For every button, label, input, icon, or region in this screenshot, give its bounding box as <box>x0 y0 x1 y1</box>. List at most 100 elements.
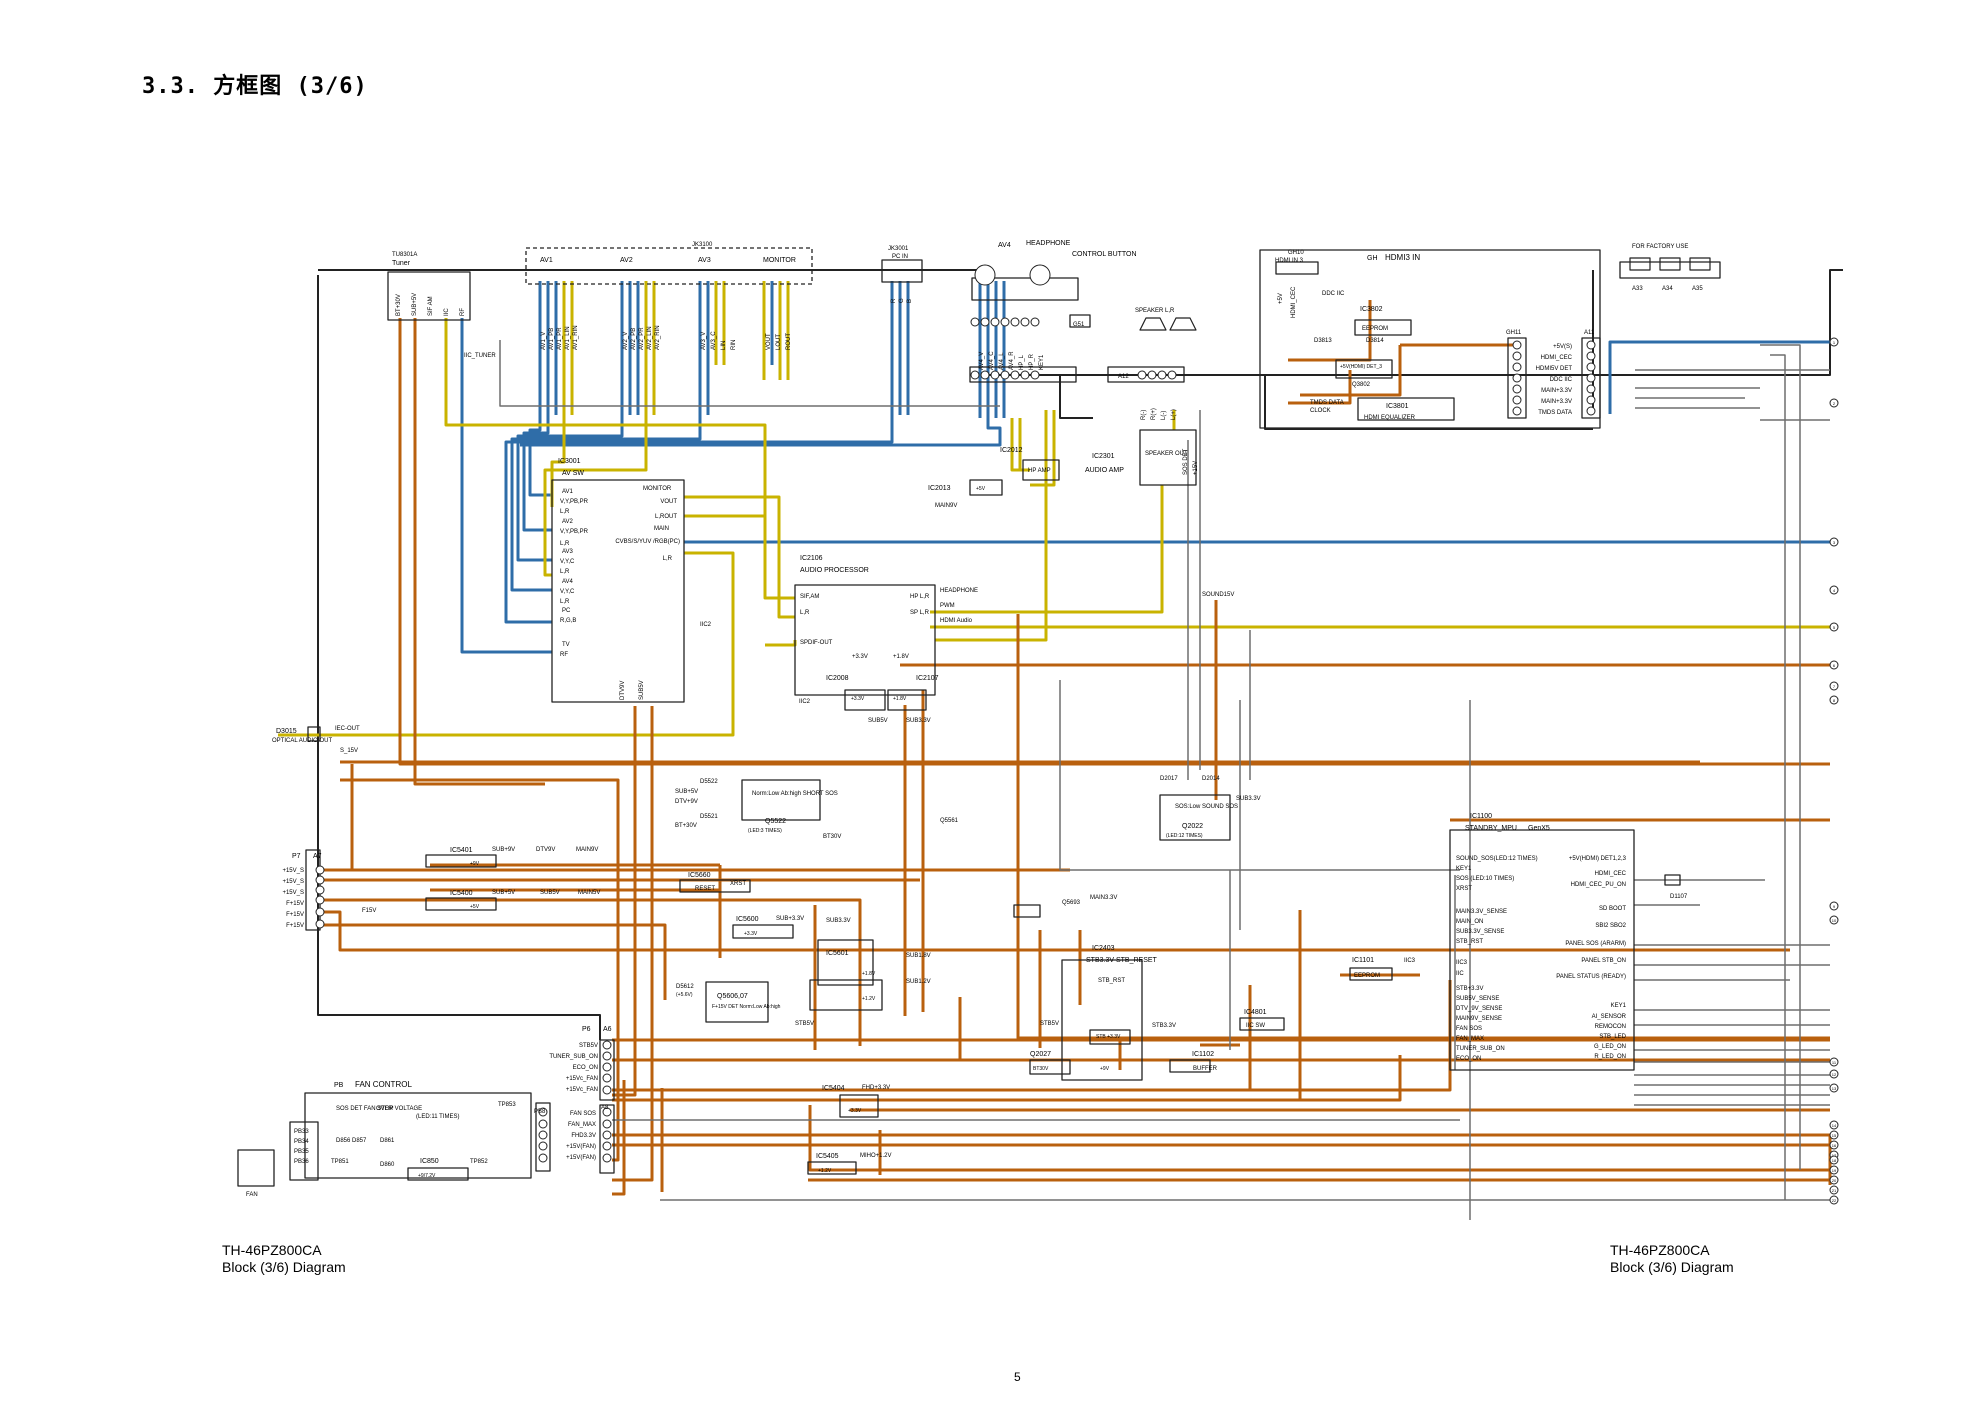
ic3001-output-label: CVBS/S/YUV /RGB(PC) <box>615 539 680 545</box>
pc-pin-label: R <box>891 298 897 303</box>
ic1100-left-pin: STB+3.3V <box>1456 986 1484 992</box>
stb33v-label: STB3.3V <box>1152 1023 1176 1029</box>
offpage-connector <box>1829 537 1839 547</box>
ic5601-out: SUB1.2V <box>906 979 931 985</box>
offpage-connector <box>1829 1130 1839 1140</box>
ic1100-left-pin: TUNER_SUB_ON <box>1456 1046 1505 1052</box>
caption-model: TH-46PZ800CA <box>222 1242 322 1258</box>
av2-pin-label: AV2_LIN <box>647 326 653 350</box>
ic2012-name: HP AMP <box>1028 468 1051 474</box>
ic3001-output-label: L,R <box>663 556 673 562</box>
ic5600-ref: IC5600 <box>736 916 759 923</box>
offpage-connector <box>1829 585 1839 595</box>
ic5401-ref: IC5401 <box>450 847 473 854</box>
ic4801-name: IIC SW <box>1246 1023 1265 1029</box>
ic5400-ref: IC5400 <box>450 890 473 897</box>
ic1100-left-pin: MAIN_ON <box>1456 919 1483 925</box>
ic1100-left-pin: MAIN3.3V_SENSE <box>1456 909 1507 915</box>
ic5401-volt: +9V <box>470 861 480 867</box>
sos-det-label: SOS DET FAN STOP <box>336 1106 393 1112</box>
offpage-connector-number: 8 <box>1833 698 1836 703</box>
av1-pin-label: AV1_PR <box>557 327 563 350</box>
ic3802-ref: IC3802 <box>1360 306 1383 313</box>
ic5401-rail: DTV9V <box>536 847 555 853</box>
q2027-bt30: BT30V <box>1033 1066 1049 1072</box>
ic5405-volt: +1.2V <box>818 1168 832 1174</box>
ic3001-ref: IC3001 <box>558 458 581 465</box>
d856-label: D856 D857 <box>336 1138 367 1144</box>
ic3001-input-label: R,G,B <box>560 618 576 624</box>
ic2106-input-label: L,R <box>800 610 810 616</box>
av4-pin-label: KEY1 <box>1039 354 1045 370</box>
ic4801-ref: IC4801 <box>1244 1009 1267 1016</box>
ic5401-rail: MAIN9V <box>576 847 598 853</box>
ic3001-supply-label: SUB5V <box>639 680 645 700</box>
offpage-connector-number: 5 <box>1833 625 1836 630</box>
ic3001-input-tag: AV2 <box>562 519 574 525</box>
iec-out-label: IEC-OUT <box>335 726 360 732</box>
d1107-label: D1107 <box>1670 894 1688 900</box>
ic2012-ref: IC2012 <box>1000 447 1023 454</box>
ic3001-input-label: L,R <box>560 599 570 605</box>
tp853-label: TP853 <box>498 1102 516 1108</box>
control-button-label: CONTROL BUTTON <box>1072 251 1137 258</box>
hdmi-pin-label: HDMI_CEC <box>1291 286 1297 318</box>
speaker-pin-label: R(-) <box>1141 410 1147 420</box>
ic2301-pin-label: +15V <box>1193 461 1199 475</box>
q2022-ref: Q2022 <box>1182 823 1203 830</box>
d3814-label: D3814 <box>1366 338 1384 344</box>
offpage-connector <box>1829 681 1839 691</box>
av1-pin-label: AV1_RIN <box>573 325 579 350</box>
ic5400-volt: +5V <box>470 904 480 910</box>
av1-pin-label: AV1_V <box>541 332 547 350</box>
ic1100-right-pin: HDMI_CEC <box>1595 871 1627 877</box>
a11-ref: A11 <box>1584 330 1595 336</box>
offpage-connector-number: 7 <box>1833 684 1836 689</box>
offpage-connector-number: 6 <box>1833 663 1836 668</box>
a11-signal-label: TMDS DATA <box>1538 410 1572 416</box>
pb-tag: PB <box>334 1082 344 1089</box>
over-voltage-label: OVER VOLTAGE <box>376 1106 422 1112</box>
ic1102-ref: IC1102 <box>1192 1051 1214 1058</box>
d5521-label: D5521 <box>700 814 718 820</box>
pb-pin-label: FHD3.3V <box>571 1133 596 1139</box>
ic5400-out: SUB+5V <box>492 890 515 896</box>
stb5v-label: STB5V <box>1040 1021 1059 1027</box>
p7-ref: P7 <box>292 853 301 860</box>
ic3001-input-tag: PC <box>562 608 571 614</box>
offpage-connector <box>1829 901 1839 911</box>
ic1100-right-pin: SD BOOT <box>1599 906 1626 912</box>
factory-pin-label: A35 <box>1692 286 1703 292</box>
ic3001-input-label: L,R <box>560 509 570 515</box>
offpage-connector <box>1829 915 1839 925</box>
a12-label: A12 <box>1118 374 1129 380</box>
caption-name: Block (3/6) Diagram <box>1610 1259 1734 1275</box>
q5522-desc: Norm:Low Ab:high SHORT SOS <box>752 791 838 797</box>
offpage-connector-number: 22 <box>1832 1198 1837 1203</box>
ic1100-right-pin: KEY1 <box>1611 1003 1627 1009</box>
ic1100-right-pin: G_LED_ON <box>1594 1044 1626 1050</box>
ic2008-volt: +3.3V <box>851 696 865 702</box>
speaker-pin-label: L(-) <box>1161 411 1167 420</box>
ic3001-supply-label: DTV9V <box>620 681 626 700</box>
ic2107-volt: +1.8V <box>893 696 907 702</box>
ic2106-iic-label: IIC2 <box>799 699 811 705</box>
av4-pin-label: AV4_V <box>979 352 985 370</box>
p6-pin-label: +15Vc_FAN <box>566 1076 598 1082</box>
q2022-note: (LED:12 TIMES) <box>1166 833 1203 839</box>
av3-pin-label: RIN <box>731 340 737 350</box>
ic1100-left-pin: DTV_9V_SENSE <box>1456 1006 1502 1012</box>
clock-label: CLOCK <box>1310 408 1331 414</box>
ic3001-input-label: V,Y,C <box>560 589 575 595</box>
s15v-label: S_15V <box>340 748 358 754</box>
ic2403-ref: IC2403 <box>1092 945 1115 952</box>
ic3001-input-tag: TV <box>562 642 570 648</box>
optical-out-label: OPTICAL AUDIO OUT <box>272 738 332 744</box>
av1-pin-label: AV1_LIN <box>565 326 571 350</box>
q5606-desc: F+15V DET Norm:Low Ab:high <box>712 1004 781 1010</box>
gh10-ref: GH10 <box>1288 250 1304 256</box>
ic3001-output-label: VOUT <box>660 499 677 505</box>
gh11-ref: GH11 <box>1506 330 1522 336</box>
p6-pin-label: STB5V <box>579 1043 598 1049</box>
